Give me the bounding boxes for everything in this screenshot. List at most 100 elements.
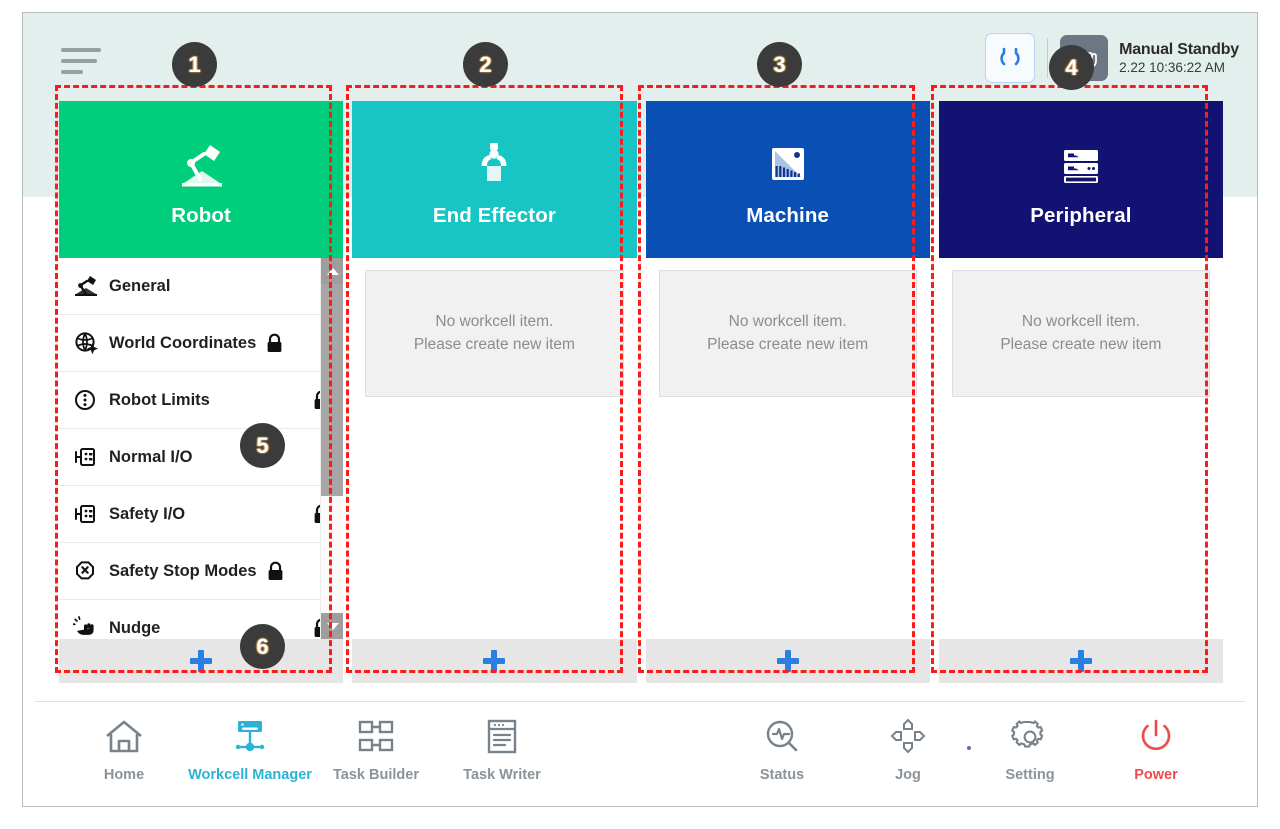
world-coordinates-icon (69, 331, 103, 355)
nav-item-task-builder[interactable]: Task Builder (313, 716, 439, 783)
nav-label: Status (759, 767, 805, 783)
list-item-robot-limits[interactable]: Robot Limits (59, 372, 344, 429)
reset-arc-icon[interactable] (985, 33, 1036, 83)
list-item-label: Safety Stop Modes (109, 561, 257, 580)
empty-state-line1: No workcell item. (728, 313, 847, 330)
separator-dot (967, 745, 971, 750)
plus-icon (483, 650, 506, 672)
list-item-safety-io[interactable]: Safety I/O (59, 486, 344, 543)
nudge-hand-icon (69, 616, 103, 639)
list-item-label: Robot Limits (109, 390, 210, 409)
list-item-label: Normal I/O (109, 447, 193, 466)
column-body-peripheral: No workcell item. Please create new item (938, 258, 1223, 639)
column-peripheral: Peripheral No workcell item. Please crea… (938, 101, 1223, 683)
lock-icon (259, 333, 284, 354)
list-item-label: World Coordinates (109, 333, 257, 352)
hamburger-bar (61, 48, 101, 52)
plus-icon (776, 650, 799, 672)
status-timestamp: 2.22 10:36:22 AM (1119, 59, 1225, 75)
jog-dpad-icon (887, 716, 929, 758)
add-peripheral-item-button[interactable] (938, 639, 1223, 683)
triangle-up-icon (326, 267, 339, 275)
annotation-badge-2: 2 (463, 42, 508, 87)
nav-label: Setting (1005, 767, 1055, 783)
hamburger-bar (61, 59, 97, 63)
workcell-columns: Robot (59, 101, 1223, 683)
task-builder-icon (355, 716, 397, 758)
home-icon (103, 716, 145, 758)
nav-label: Home (103, 767, 145, 783)
plus-icon (1069, 650, 1092, 672)
nav-label: Jog (895, 767, 921, 783)
stop-octagon-icon (69, 559, 103, 583)
nav-item-home[interactable]: Home (61, 716, 187, 783)
hamburger-bar (61, 70, 83, 74)
robot-arm-icon (174, 132, 228, 190)
list-item-label: Safety I/O (109, 504, 186, 523)
column-title: Machine (746, 203, 829, 227)
nav-label: Power (1134, 767, 1178, 783)
list-item-world-coordinates[interactable]: World Coordinates (59, 315, 344, 372)
add-robot-item-button[interactable] (59, 639, 344, 683)
list-item-safety-stop-modes[interactable]: Safety Stop Modes (59, 543, 344, 600)
column-end-effector: End Effector No workcell item. Please cr… (352, 101, 637, 683)
nav-item-jog[interactable]: Jog (845, 716, 971, 783)
io-port-icon (69, 445, 103, 469)
annotation-badge-1: 1 (172, 42, 217, 87)
empty-state-machine: No workcell item. Please create new item (658, 270, 917, 397)
column-header-end-effector[interactable]: End Effector (352, 101, 637, 258)
nav-label: Task Writer (463, 767, 541, 783)
robot-arm-icon (69, 274, 103, 298)
task-writer-icon (481, 716, 523, 758)
column-header-peripheral[interactable]: Peripheral (938, 101, 1223, 258)
gear-icon (1009, 716, 1051, 758)
empty-state-line2: Please create new item (1000, 336, 1162, 353)
header-divider (1047, 38, 1049, 78)
empty-state-line1: No workcell item. (435, 313, 554, 330)
column-robot: Robot (59, 101, 344, 683)
annotation-badge-3: 3 (757, 42, 802, 87)
nav-item-power[interactable]: Power (1093, 716, 1219, 783)
annotation-badge-5: 5 (240, 423, 285, 468)
nav-item-setting[interactable]: Setting (967, 716, 1093, 783)
column-body-end-effector: No workcell item. Please create new item (352, 258, 637, 639)
robot-list-scrollbar[interactable] (320, 258, 344, 639)
scroll-up-arrow[interactable] (321, 258, 344, 284)
list-item-nudge[interactable]: Nudge (59, 600, 344, 639)
annotation-badge-6: 6 (240, 624, 285, 669)
scroll-down-arrow[interactable] (321, 613, 344, 639)
empty-state-line1: No workcell item. (1021, 313, 1140, 330)
nav-item-workcell-manager[interactable]: Workcell Manager (187, 716, 313, 783)
add-end-effector-item-button[interactable] (352, 639, 637, 683)
scrollbar-thumb[interactable] (321, 284, 344, 496)
list-item-label: General (109, 276, 171, 295)
empty-state-peripheral: No workcell item. Please create new item (951, 270, 1210, 397)
column-title: Robot (171, 203, 231, 227)
navbar-left-group: Home Workcell Mana (61, 716, 565, 783)
column-body-robot: General World Coord (59, 258, 344, 639)
device-frame: Manual Standby 2.22 10:36:22 AM (22, 12, 1258, 807)
nav-item-task-writer[interactable]: Task Writer (439, 716, 565, 783)
list-item-general[interactable]: General (59, 258, 344, 315)
list-item-normal-io[interactable]: Normal I/O (59, 429, 344, 486)
power-icon (1135, 716, 1177, 758)
nav-label: Workcell Manager (188, 767, 312, 783)
machine-icon (763, 132, 813, 190)
status-title: Manual Standby (1119, 40, 1239, 58)
nav-divider (35, 701, 1245, 702)
column-header-machine[interactable]: Machine (645, 101, 930, 258)
robot-settings-list: General World Coord (59, 258, 344, 639)
column-machine: Machine No workcell item. Please create … (645, 101, 930, 683)
column-header-robot[interactable]: Robot (59, 101, 344, 258)
hamburger-icon[interactable] (61, 41, 109, 81)
column-title: End Effector (432, 203, 556, 227)
empty-state-line2: Please create new item (707, 336, 869, 353)
add-machine-item-button[interactable] (645, 639, 930, 683)
nav-item-status[interactable]: Status (719, 716, 845, 783)
list-item-label: Nudge (109, 618, 161, 637)
gripper-icon (469, 132, 519, 190)
status-magnifier-icon (761, 716, 803, 758)
bottom-navbar: Home Workcell Mana (23, 701, 1257, 806)
column-body-machine: No workcell item. Please create new item (645, 258, 930, 639)
